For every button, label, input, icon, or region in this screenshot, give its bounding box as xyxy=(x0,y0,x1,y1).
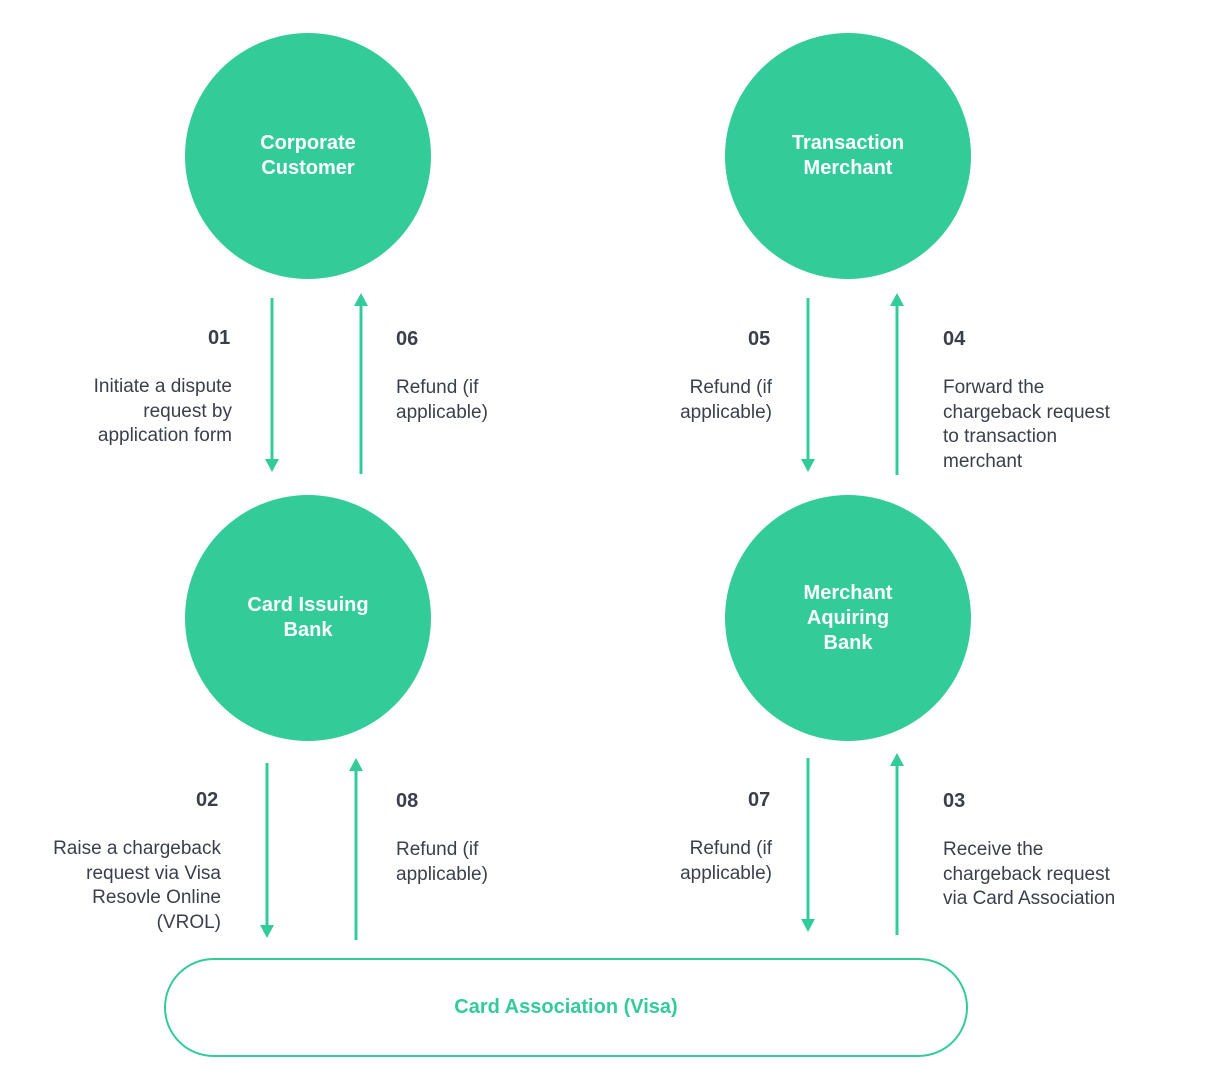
arrow-05-head xyxy=(801,459,815,472)
step-05-number: 05 xyxy=(748,328,771,350)
step-08-text: Refund (if applicable) xyxy=(396,839,488,885)
step-06-number: 06 xyxy=(396,328,419,350)
step-03-number: 03 xyxy=(943,790,966,812)
step-01-number: 01 xyxy=(208,327,231,349)
step-03-text: Receive the chargeback request via Card … xyxy=(943,839,1116,909)
node-card-issuing-bank-label: Card Issuing Bank xyxy=(247,594,369,641)
step-05-text: Refund (if applicable) xyxy=(680,377,772,423)
arrow-06-head xyxy=(354,293,368,306)
step-02-number: 02 xyxy=(196,789,219,811)
step-07-number: 07 xyxy=(748,789,771,811)
step-04-number: 04 xyxy=(943,328,966,350)
step-06-text: Refund (if applicable) xyxy=(396,377,488,423)
node-card-issuing-bank: Card Issuing Bank xyxy=(185,495,431,741)
arrow-02-head xyxy=(260,925,274,938)
step-01-text: Initiate a dispute request by applicatio… xyxy=(93,376,232,446)
arrow-07-head xyxy=(801,919,815,932)
node-card-association: Card Association (Visa) xyxy=(164,958,968,1057)
node-merchant-acquiring-bank-label: Merchant Aquiring Bank xyxy=(803,581,893,654)
step-02-text: Raise a chargeback request via Visa Reso… xyxy=(53,838,221,933)
node-transaction-merchant: Transaction Merchant xyxy=(725,33,971,279)
node-merchant-acquiring-bank: Merchant Aquiring Bank xyxy=(725,495,971,741)
arrow-04-head xyxy=(890,293,904,306)
step-07-text: Refund (if applicable) xyxy=(680,838,772,884)
node-corporate-customer: Corporate Customer xyxy=(185,33,431,279)
step-04-text: Forward the chargeback request to transa… xyxy=(943,377,1110,472)
arrow-01-head xyxy=(265,459,279,472)
arrow-03-head xyxy=(890,753,904,766)
node-transaction-merchant-label: Transaction Merchant xyxy=(791,132,905,179)
arrow-08-head xyxy=(349,758,363,771)
step-08-number: 08 xyxy=(396,790,419,812)
node-corporate-customer-label: Corporate Customer xyxy=(260,132,356,179)
node-card-association-label: Card Association (Visa) xyxy=(454,996,678,1018)
